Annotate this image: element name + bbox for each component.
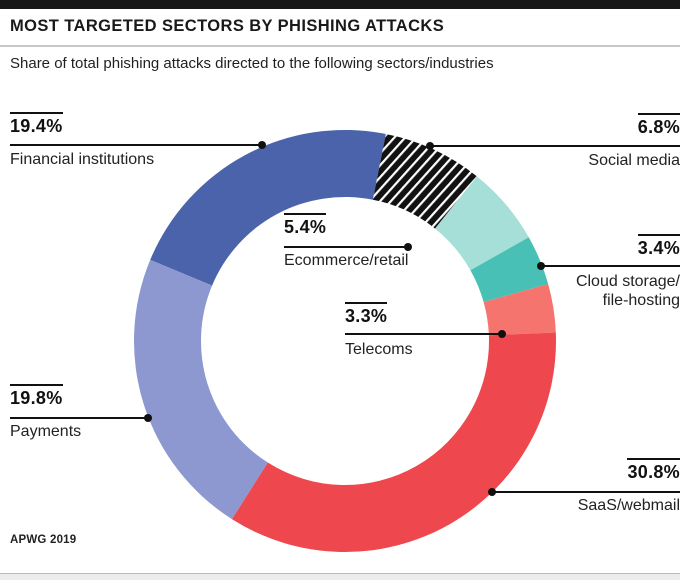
callout-financial-institutions: 19.4% Financial institutions (10, 112, 154, 169)
leader-line-saas (492, 491, 680, 493)
callout-cloud-pct: 3.4% (637, 234, 680, 259)
bottom-bar (0, 573, 680, 580)
leader-line-telecoms (345, 333, 502, 335)
callout-telecoms-label: Telecoms (345, 341, 413, 358)
donut-segment-saas (231, 332, 557, 552)
callout-social-media: 6.8% Social media (588, 113, 680, 170)
leader-dot-saas (488, 488, 496, 496)
donut-segment-payments (133, 259, 268, 520)
callout-payments: 19.8% Payments (10, 384, 81, 441)
donut-segment-telecoms (483, 284, 556, 336)
donut-segment-ecommerce (435, 176, 529, 271)
leader-line-cloud-storage (541, 265, 680, 267)
leader-line-ecommerce (284, 246, 408, 248)
callout-telecoms-pct: 3.3% (345, 302, 388, 327)
donut-segment-financial (150, 129, 386, 286)
donut-segment-social (372, 133, 477, 229)
callout-cloud-storage: 3.4% Cloud storage/ file-hosting (576, 234, 680, 310)
callout-financial-label: Financial institutions (10, 151, 155, 168)
leader-line-payments (10, 417, 148, 419)
callout-cloud-label: Cloud storage/ file-hosting (575, 273, 680, 309)
callout-payments-label: Payments (10, 423, 82, 440)
leader-dot-ecommerce (404, 243, 412, 251)
page-title: MOST TARGETED SECTORS BY PHISHING ATTACK… (10, 17, 445, 35)
callout-ecommerce-pct: 5.4% (284, 213, 327, 238)
leader-line-social-media (430, 145, 680, 147)
leader-dot-payments (144, 414, 152, 422)
title-divider (0, 45, 680, 47)
leader-dot-social-media (426, 142, 434, 150)
callout-ecommerce-label: Ecommerce/retail (284, 252, 409, 269)
callout-saas-webmail: 30.8% SaaS/webmail (578, 458, 680, 515)
leader-line-financial (10, 144, 262, 146)
page-subtitle: Share of total phishing attacks directed… (10, 55, 494, 72)
top-accent-bar (0, 0, 680, 9)
leader-dot-telecoms (498, 330, 506, 338)
callout-saas-label: SaaS/webmail (577, 497, 680, 514)
leader-dot-financial (258, 141, 266, 149)
callout-saas-pct: 30.8% (627, 458, 680, 483)
callout-payments-pct: 19.8% (10, 384, 63, 409)
callout-social-pct: 6.8% (637, 113, 680, 138)
callout-ecommerce: 5.4% Ecommerce/retail (284, 213, 408, 270)
callout-financial-pct: 19.4% (10, 112, 63, 137)
leader-dot-cloud-storage (537, 262, 545, 270)
callout-telecoms: 3.3% Telecoms (345, 302, 413, 359)
donut-segment-cloud (470, 237, 549, 303)
callout-social-label: Social media (588, 152, 680, 169)
source-credit: APWG 2019 (10, 534, 77, 546)
